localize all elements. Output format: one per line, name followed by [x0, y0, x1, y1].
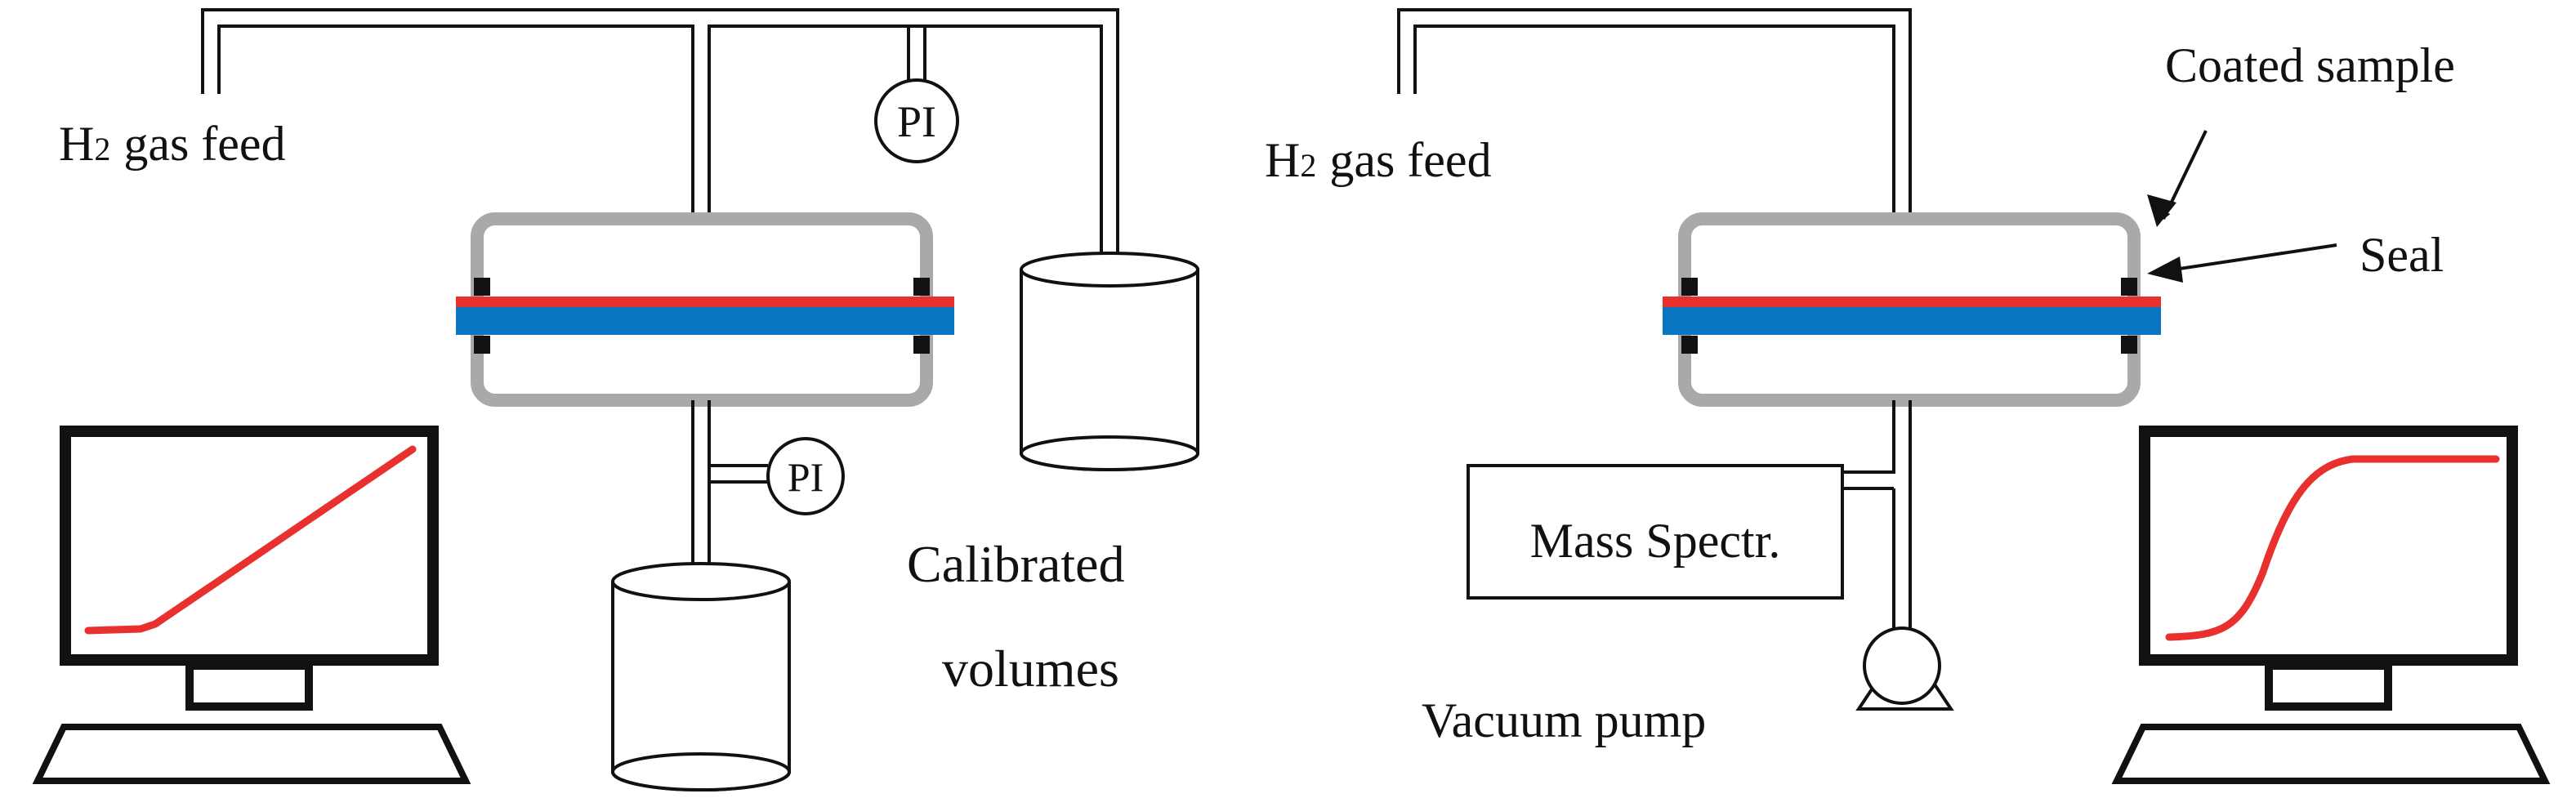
left-monitor [60, 426, 439, 666]
left-gas-feed-pipe [201, 8, 1119, 255]
left-seal-top-right [913, 278, 930, 296]
left-permeation-cell [456, 212, 954, 407]
left-upper-pressure-gauge: PI [874, 78, 959, 163]
right-keyboard [2111, 724, 2551, 784]
left-calibrated-volume-lower [611, 562, 791, 791]
right-computer [2111, 426, 2551, 784]
left-coating-layer [456, 296, 954, 307]
left-seal-bottom-left [474, 336, 490, 354]
left-lower-pressure-gauge: PI [766, 437, 845, 515]
coated-sample-arrowhead [2147, 194, 2176, 227]
right-lower-pipe [1842, 400, 1912, 633]
left-keyboard [32, 724, 471, 784]
seal-arrow [2163, 243, 2337, 273]
left-seal-top-left [474, 278, 490, 296]
right-sigmoid-curve [2165, 455, 2500, 641]
left-computer [32, 426, 471, 784]
mass-spectrometer: Mass Spectr. [1467, 464, 1844, 600]
vacuum-pump-label: Vacuum pump [1422, 693, 1706, 747]
calibrated-volumes-label-line1: Calibrated [907, 535, 1125, 593]
right-permeation-cell [1663, 212, 2161, 407]
mass-spectrometer-label: Mass Spectr. [1530, 514, 1781, 568]
right-seal-bottom-right [2121, 336, 2137, 354]
left-seal-bottom-right [913, 336, 930, 354]
mass-spectrometer-box [1467, 464, 1844, 600]
left-lower-pipe [691, 400, 768, 584]
left-linear-curve [84, 445, 417, 635]
left-setup: PI PI [32, 8, 1199, 791]
coated-sample-label: Coated sample [2165, 38, 2455, 92]
vacuum-pump-body [1863, 626, 1941, 705]
left-substrate-sample [456, 307, 954, 335]
left-calibrated-volume-upper [1020, 252, 1199, 471]
right-seal-top-right [2121, 278, 2137, 296]
right-substrate-sample [1663, 307, 2161, 335]
vacuum-pump [1855, 626, 1954, 711]
right-monitor-stand [2265, 662, 2392, 711]
left-lower-gauge-label: PI [788, 454, 824, 500]
left-upper-gauge-pipe [907, 26, 926, 82]
seal-arrowhead [2147, 256, 2183, 283]
right-seal-bottom-left [1681, 336, 1698, 354]
seal-label: Seal [2359, 228, 2444, 282]
calibrated-volumes-label-line2: volumes [942, 640, 1119, 698]
right-seal-top-left [1681, 278, 1698, 296]
right-gas-feed-pipe [1397, 8, 1912, 219]
left-upper-gauge-label: PI [897, 97, 936, 146]
right-coating-layer [1663, 296, 2161, 307]
left-monitor-stand [185, 662, 313, 711]
